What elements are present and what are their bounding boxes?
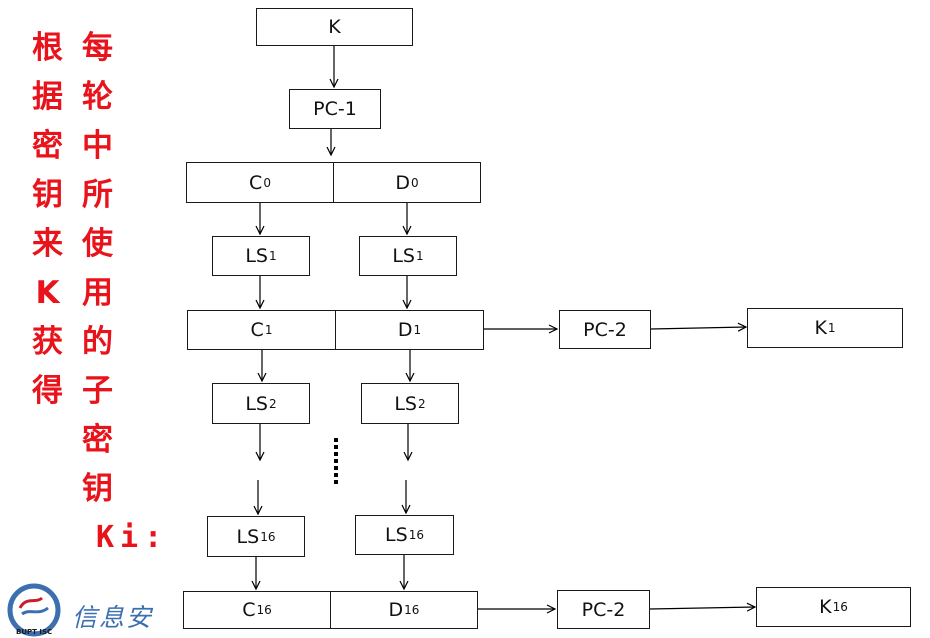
- d0-label: D: [395, 171, 410, 194]
- k1-subscript: 1: [827, 321, 836, 335]
- ls16-left-label: LS: [236, 525, 260, 548]
- annotation-char: 钥: [32, 177, 63, 213]
- annotation-char: 用: [82, 275, 113, 311]
- pc2-top-label: PC-2: [583, 318, 627, 341]
- ls16-right-subscript: 16: [408, 528, 424, 542]
- c1-label: C: [250, 319, 264, 341]
- annotation-char: 的: [82, 324, 113, 360]
- annotation-char: 密: [82, 422, 113, 458]
- d16-subscript: 16: [404, 603, 420, 617]
- pc2-bottom-box: PC-2: [557, 590, 650, 629]
- ls2-right-label: LS: [394, 392, 417, 415]
- c16-label: C: [242, 599, 256, 621]
- annotation-char: 子: [82, 373, 113, 409]
- annotation-char: 中: [82, 128, 113, 164]
- annotation-char: 钥: [82, 471, 113, 507]
- annotation-column-1: 根 据 密 钥 来 K 获 得: [32, 24, 63, 416]
- ls2-left-label: LS: [245, 392, 268, 415]
- annotation-char: 得: [32, 373, 63, 409]
- annotation-char: 使: [82, 226, 113, 262]
- bupt-isc-logo-icon: BUPT ISC: [7, 583, 61, 637]
- c0-subscript: 0: [263, 175, 271, 190]
- k16-label: K: [819, 596, 832, 618]
- ls2-left-subscript: 2: [269, 396, 277, 411]
- annotation-char: 获: [32, 324, 63, 360]
- d16-label: D: [388, 599, 404, 621]
- logo-text: 信息安: [72, 603, 154, 632]
- annotation-char: K: [35, 275, 60, 311]
- ls2-right-subscript: 2: [418, 396, 426, 411]
- c1-subscript: 1: [264, 323, 273, 337]
- annotation-char: 每: [82, 30, 113, 66]
- ls1-left-subscript: 1: [269, 249, 277, 263]
- k16-subscript: 16: [832, 600, 848, 614]
- annotation-char: 所: [82, 177, 113, 213]
- annotation-column-2: 每 轮 中 所 使 用 的 子 密 钥: [82, 24, 113, 514]
- annotation-char: 轮: [82, 79, 113, 115]
- annotation-ki: Ki:: [96, 520, 169, 555]
- ls16-right-label: LS: [385, 524, 408, 546]
- pc1-label: PC-1: [313, 98, 357, 120]
- pc2-bottom-label: PC-2: [581, 598, 626, 621]
- d1-subscript: 1: [413, 323, 422, 337]
- d1-label: D: [397, 319, 413, 341]
- ellipsis-dots: [334, 438, 338, 484]
- c16-subscript: 16: [256, 603, 272, 617]
- arrow-pc2-to-k16: [649, 602, 757, 612]
- ls1-right-subscript: 1: [416, 249, 424, 263]
- ls16-left-subscript: 16: [260, 529, 276, 544]
- annotation-char: 根: [32, 30, 63, 66]
- ls1-left-label: LS: [245, 245, 268, 267]
- ls1-right-label: LS: [392, 245, 415, 267]
- pc2-top-box: PC-2: [559, 310, 651, 349]
- annotation-char: 据: [32, 79, 63, 115]
- c0-label: C: [249, 171, 263, 194]
- key-k-box: K: [256, 8, 413, 46]
- annotation-char: 来: [32, 226, 63, 262]
- arrow-pc2-to-k1: [650, 322, 748, 332]
- logo-caption: BUPT ISC: [16, 628, 52, 636]
- key-k-label: K: [328, 16, 341, 38]
- pc1-box: PC-1: [289, 89, 381, 129]
- annotation-char: 密: [32, 128, 63, 164]
- k1-label: K: [814, 317, 827, 339]
- d0-subscript: 0: [411, 175, 419, 190]
